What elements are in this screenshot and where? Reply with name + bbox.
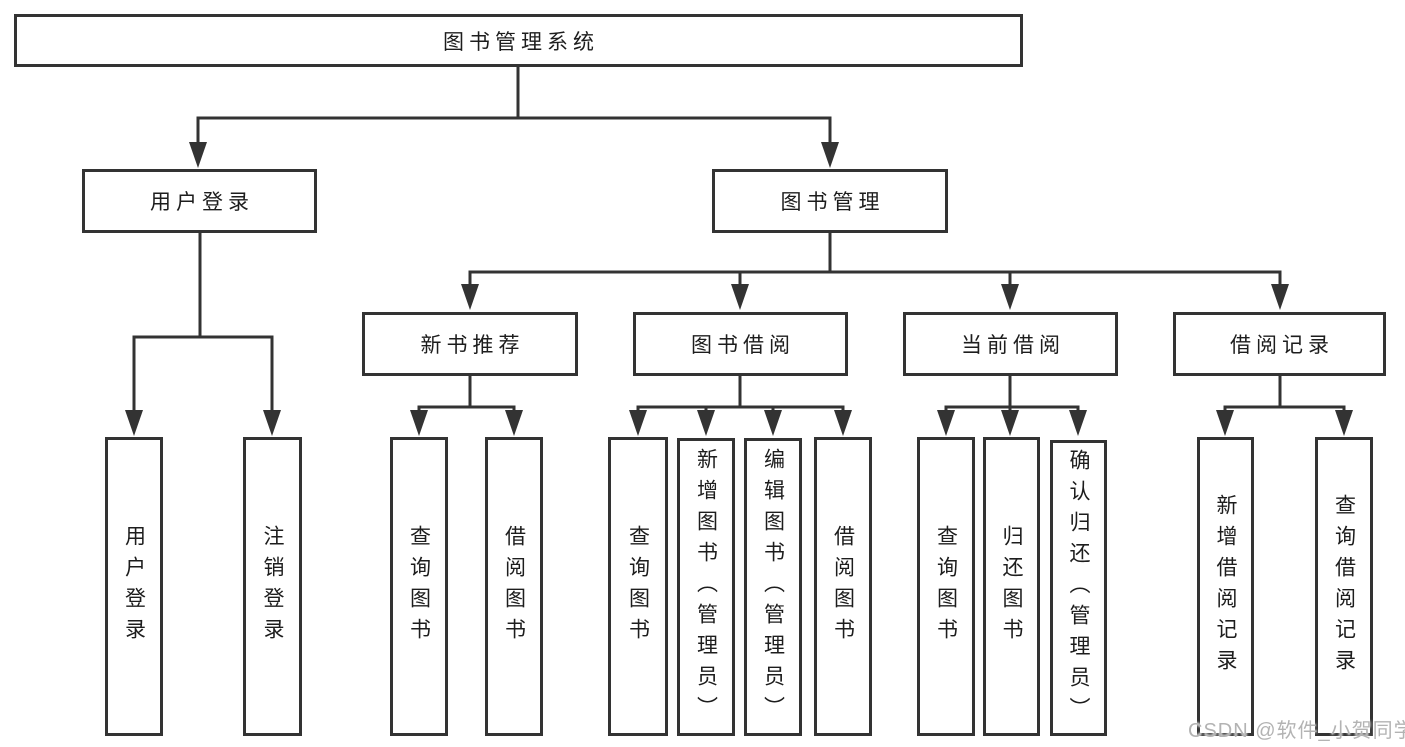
node-borrow-books-recommend: 借阅图书 bbox=[485, 437, 543, 736]
node-new-book-recommend: 新书推荐 bbox=[362, 312, 578, 376]
node-borrow-records: 借阅记录 bbox=[1173, 312, 1386, 376]
node-user-login-leaf: 用户登录 bbox=[105, 437, 163, 736]
node-edit-book-admin: 编辑图书（管理员） bbox=[744, 438, 802, 736]
node-book-management: 图书管理 bbox=[712, 169, 948, 233]
node-return-book: 归还图书 bbox=[983, 437, 1040, 736]
node-current-borrow: 当前借阅 bbox=[903, 312, 1118, 376]
node-library-management-system: 图书管理系统 bbox=[14, 14, 1023, 67]
node-book-borrow: 图书借阅 bbox=[633, 312, 848, 376]
node-query-books-borrow: 查询图书 bbox=[608, 437, 668, 736]
node-query-books-recommend: 查询图书 bbox=[390, 437, 448, 736]
node-user-login: 用户登录 bbox=[82, 169, 317, 233]
node-query-books-current: 查询图书 bbox=[917, 437, 975, 736]
node-logout-leaf: 注销登录 bbox=[243, 437, 302, 736]
node-confirm-return-admin: 确认归还（管理员） bbox=[1050, 440, 1107, 736]
node-add-borrow-record: 新增借阅记录 bbox=[1197, 437, 1254, 736]
node-add-book-admin: 新增图书（管理员） bbox=[677, 438, 735, 736]
node-query-borrow-record: 查询借阅记录 bbox=[1315, 437, 1373, 736]
node-borrow-books-leaf: 借阅图书 bbox=[814, 437, 872, 736]
watermark: CSDN @软件_小贺同学 bbox=[1188, 720, 1405, 742]
